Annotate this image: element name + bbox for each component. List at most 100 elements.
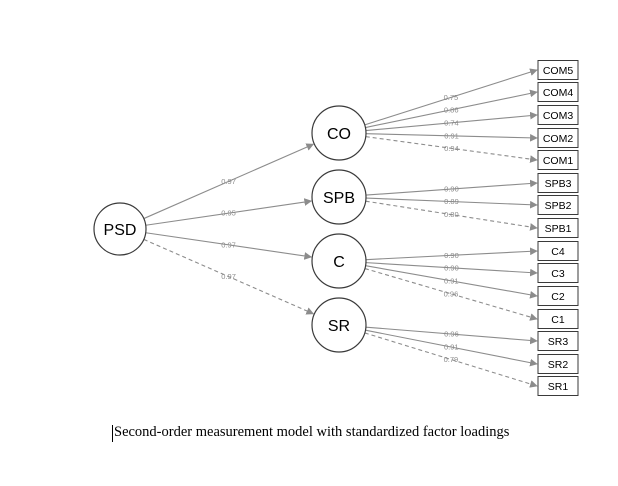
- indicator-label: C3: [551, 268, 565, 280]
- figure-caption: Second-order measurement model with stan…: [114, 424, 510, 440]
- indicator-box: [537, 309, 579, 329]
- path-co-com1: [365, 136, 538, 163]
- loading-label-co-com1: 0.94: [444, 144, 459, 153]
- sem-path-diagram: 0.97 0.95 0.97 0.97 0.75 0.86 0.74 0.91 0.94 0.90…: [93, 60, 579, 396]
- latent-factor-circle: [311, 169, 367, 225]
- indicator-label: SR3: [548, 336, 569, 348]
- indicator-box: [537, 128, 579, 148]
- path-psd-spb: [145, 198, 313, 226]
- latent-factor-label: CO: [327, 126, 351, 143]
- indicator-label: COM4: [543, 87, 573, 99]
- path-co-com3: [365, 111, 538, 132]
- indicator-box: [537, 60, 579, 80]
- indicator-box: [537, 150, 579, 170]
- indicator-box: [537, 376, 579, 396]
- latent-factor-circle: [93, 202, 147, 256]
- loading-label-co-com2: 0.91: [444, 131, 459, 140]
- latent-factor-label: C: [333, 254, 345, 271]
- loading-label-psd-co: 0.97: [221, 177, 236, 186]
- loading-label-sr-sr3: 0.96: [444, 330, 459, 339]
- indicator-com5: COM5: [537, 60, 579, 80]
- loading-label-sr-sr1: 0.79: [444, 355, 459, 364]
- indicator-label: SPB2: [545, 200, 572, 212]
- loading-label-psd-spb: 0.95: [221, 209, 236, 218]
- indicator-spb3: SPB3: [537, 173, 579, 193]
- indicator-box: [537, 82, 579, 102]
- latent-factor-circle: [311, 297, 367, 353]
- indicator-box: [537, 331, 579, 351]
- path-co-com4: [365, 89, 538, 129]
- loading-label-psd-sr: 0.97: [221, 272, 236, 281]
- loading-label-c-c1: 0.96: [444, 289, 459, 298]
- indicator-box: [537, 173, 579, 193]
- loading-label-psd-c: 0.97: [221, 240, 236, 249]
- path-psd-c: [145, 232, 313, 260]
- path-psd-co: [143, 143, 315, 220]
- loading-label-sr-sr2: 0.91: [444, 343, 459, 352]
- latent-factor-circle: [311, 105, 367, 161]
- indicator-spb1: SPB1: [537, 218, 579, 238]
- indicator-label: COM2: [543, 133, 573, 145]
- loading-label-co-com4: 0.86: [444, 105, 459, 114]
- path-spb-spb3: [365, 179, 538, 196]
- path-c-c4: [365, 247, 538, 261]
- indicator-box: [537, 263, 579, 283]
- indicator-label: COM1: [543, 155, 573, 167]
- latent-factor-spb: SPB: [311, 169, 367, 225]
- loading-label-spb-spb3: 0.90: [444, 185, 459, 194]
- loading-label-c-c4: 0.90: [444, 251, 459, 260]
- indicator-label: SPB3: [545, 178, 572, 190]
- indicator-com4: COM4: [537, 82, 579, 102]
- indicator-c3: C3: [537, 263, 579, 283]
- indicator-label: C2: [551, 291, 565, 303]
- path-c-c1: [364, 268, 538, 321]
- indicator-label: C1: [551, 314, 565, 326]
- loading-label-spb-spb1: 0.80: [444, 210, 459, 219]
- path-psd-sr: [143, 238, 315, 315]
- latent-factor-circle: [311, 233, 367, 289]
- indicator-label: SPB1: [545, 223, 572, 235]
- indicator-label: COM5: [543, 65, 573, 77]
- latent-factor-psd: PSD: [93, 202, 147, 256]
- latent-factor-label: SR: [328, 318, 350, 335]
- indicator-box: [537, 354, 579, 374]
- indicator-box: [537, 286, 579, 306]
- latent-factor-label: PSD: [104, 222, 137, 239]
- indicator-c4: C4: [537, 241, 579, 261]
- latent-factor-sr: SR: [311, 297, 367, 353]
- path-c-c3: [365, 262, 538, 277]
- indicator-label: SR1: [548, 381, 569, 393]
- path-spb-spb1: [365, 200, 538, 231]
- loading-label-co-com5: 0.75: [444, 93, 459, 102]
- path-spb-spb2: [365, 197, 538, 209]
- text-cursor: [112, 425, 113, 442]
- path-co-com5: [364, 68, 538, 126]
- indicator-sr1: SR1: [537, 376, 579, 396]
- indicator-spb2: SPB2: [537, 195, 579, 215]
- indicator-label: SR2: [548, 359, 569, 371]
- indicator-com2: COM2: [537, 128, 579, 148]
- indicator-box: [537, 195, 579, 215]
- indicator-c1: C1: [537, 309, 579, 329]
- loading-label-co-com3: 0.74: [444, 118, 459, 127]
- path-sr-sr3: [365, 326, 538, 345]
- indicator-label: C4: [551, 246, 565, 258]
- path-c-c2: [365, 265, 538, 299]
- indicator-com1: COM1: [537, 150, 579, 170]
- indicator-box: [537, 218, 579, 238]
- indicator-label: COM3: [543, 110, 573, 122]
- indicator-box: [537, 241, 579, 261]
- loading-label-spb-spb2: 0.89: [444, 197, 459, 206]
- path-sr-sr2: [365, 329, 538, 367]
- indicator-sr3: SR3: [537, 331, 579, 351]
- indicator-sr2: SR2: [537, 354, 579, 374]
- indicator-c2: C2: [537, 286, 579, 306]
- indicator-com3: COM3: [537, 105, 579, 125]
- path-sr-sr1: [364, 332, 538, 388]
- path-co-com2: [365, 133, 538, 142]
- latent-factor-c: C: [311, 233, 367, 289]
- latent-factor-label: SPB: [323, 190, 355, 207]
- latent-factor-co: CO: [311, 105, 367, 161]
- loading-label-c-c3: 0.90: [444, 263, 459, 272]
- indicator-box: [537, 105, 579, 125]
